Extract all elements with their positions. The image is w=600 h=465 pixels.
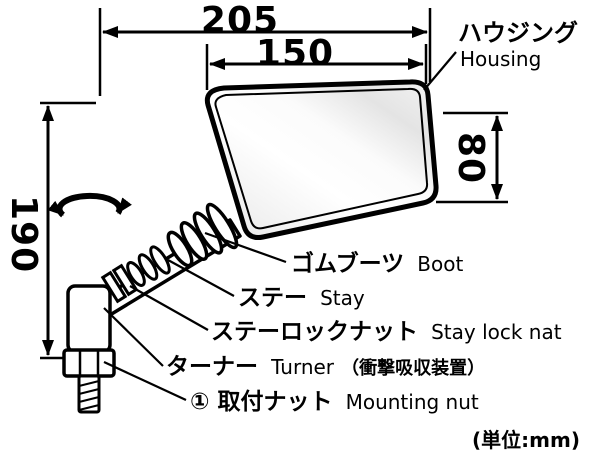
label-boot-en: Boot [417,252,464,276]
leader-line-mounting-nut [103,361,187,401]
label-mounting-nut: ① 取付ナット Mounting nut [190,390,479,414]
unit-note: (単位:mm) [472,428,580,452]
dim-total-height-value: 190 [3,195,44,274]
leader-line-housing [423,51,457,91]
boot-lower-ridges [126,245,171,287]
label-stay-lock-nut-jp: ステーロックナット [211,319,418,345]
label-turner-jp: ターナー [166,354,258,380]
label-housing-jp: ハウジング [458,19,578,47]
mounting-bolt-thread [77,374,101,414]
dim-mirror-height-value: 80 [450,131,491,185]
mirror-glass-inner-edge [214,87,429,230]
label-turner-note: （衝撃吸収装置） [341,358,486,379]
leader-line-boot [204,231,287,264]
label-boot-jp: ゴムブーツ [291,251,405,277]
label-mounting-nut-jp: ① 取付ナット [190,389,333,415]
label-mounting-nut-en: Mounting nut [345,390,479,414]
leader-lines [103,51,457,401]
dimension-lines [40,8,508,360]
label-stay-lock-nut: ステーロックナット Stay lock nat [211,320,562,344]
mounting-hex-nut [62,348,116,378]
label-turner: ターナー Turner （衝撃吸収装置） [166,355,485,379]
label-housing-en: Housing [460,46,542,71]
label-stay-jp: ステー [238,285,307,311]
label-turner-en: Turner [271,355,335,379]
label-boot: ゴムブーツ Boot [291,252,463,276]
label-stay-lock-nut-en: Stay lock nat [431,320,562,344]
turner-bracket [66,284,112,354]
leader-line-turner [103,307,164,367]
dim-total-width-value: 205 [200,0,280,41]
swivel-rotation-arrow-icon [47,192,132,218]
leader-line-stay-lock-nut [129,285,209,331]
label-stay: ステー Stay [238,286,365,310]
label-housing: ハウジング Housing [458,19,578,71]
label-stay-en: Stay [320,286,365,310]
dim-mirror-width-value: 150 [255,33,335,74]
leader-line-stay [167,259,235,297]
